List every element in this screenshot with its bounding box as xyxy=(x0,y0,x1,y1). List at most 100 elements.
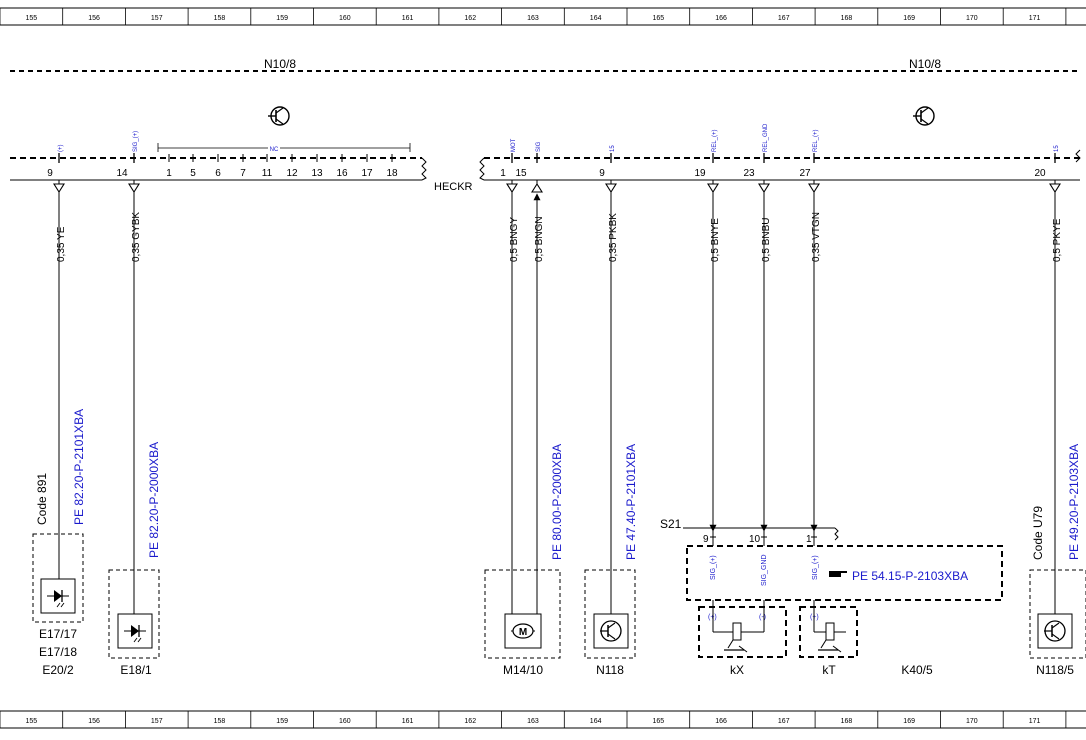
pointing-hand-icon xyxy=(829,571,847,577)
led-icon xyxy=(117,613,153,649)
module-label-left: N10/8 xyxy=(264,57,296,71)
component-label: K40/5 xyxy=(901,663,933,677)
wire-color-label: 0,5 BNBU xyxy=(761,218,772,262)
component-label: E17/18 xyxy=(39,645,77,659)
ruler-label: 159 xyxy=(276,718,288,725)
s21-pin-signal: SIG_(+) xyxy=(812,555,819,580)
ruler-label: 165 xyxy=(653,15,665,22)
s21-pin-number: 9 xyxy=(703,534,709,545)
ruler-label: 157 xyxy=(151,15,163,22)
pin-number: 15 xyxy=(515,168,527,179)
nc-label: NC xyxy=(270,147,279,153)
nc-pin-number: 18 xyxy=(386,168,398,179)
pin-signal-label: SIG_(+) xyxy=(133,131,139,152)
component-label: S21 xyxy=(660,517,682,531)
relay-sign: (-) xyxy=(759,614,766,621)
s21-break xyxy=(834,527,839,541)
ruler-label: 170 xyxy=(966,718,978,725)
relay-icon xyxy=(813,600,846,653)
transistor-icon xyxy=(913,106,935,126)
nc-bracket xyxy=(157,143,411,152)
component-label: E18/1 xyxy=(120,663,152,677)
pin-signal-label: REL_(+) xyxy=(813,129,819,152)
ruler-label: 165 xyxy=(653,718,665,725)
relay-sign: (+) xyxy=(708,614,717,621)
ruler-label: 169 xyxy=(903,718,915,725)
s21-pin-number: 1 xyxy=(806,534,812,545)
ruler-label: 163 xyxy=(527,15,539,22)
led-icon xyxy=(40,578,76,614)
ruler-label: 158 xyxy=(214,15,226,22)
component-label: kX xyxy=(730,663,744,677)
nc-pin-number: 12 xyxy=(286,168,298,179)
relay-boundary-kt xyxy=(799,606,858,658)
pin-number: 19 xyxy=(694,168,706,179)
ruler-label: 171 xyxy=(1029,718,1041,725)
nc-pin-number: 6 xyxy=(215,168,221,179)
ruler-label: 169 xyxy=(903,15,915,22)
ruler-label: 168 xyxy=(841,718,853,725)
code-label: Code U79 xyxy=(1031,506,1045,560)
transistor-icon xyxy=(1037,613,1073,649)
ruler-label: 158 xyxy=(214,718,226,725)
terminal-arrow xyxy=(605,183,617,194)
pin-number: 9 xyxy=(47,168,53,179)
nc-pin-number: 1 xyxy=(166,168,172,179)
pin-number: 14 xyxy=(116,168,128,179)
ruler-label: 167 xyxy=(778,15,790,22)
ruler-label: 166 xyxy=(715,15,727,22)
nc-pin-number: 7 xyxy=(240,168,246,179)
ruler-label: 159 xyxy=(276,15,288,22)
pin-signal-label: REL_(+) xyxy=(712,129,718,152)
nc-pin-number: 16 xyxy=(336,168,348,179)
ref-label: PE 49.20-P-2103XBA xyxy=(1067,444,1081,560)
ref-label: PE 82.20-P-2000XBA xyxy=(147,442,161,558)
wire-color-label: 0,5 BNYE xyxy=(710,218,721,262)
component-label: N118 xyxy=(596,663,624,677)
terminal-arrow xyxy=(808,183,820,194)
module-label-right: N10/8 xyxy=(909,57,941,71)
wires: (+) 9 0,35 YE SIG_(+) 14 0,35 GYBK MOT 1 0,5 BNG… xyxy=(47,123,1063,626)
pin-number: 9 xyxy=(599,168,605,179)
motor-symbol: M xyxy=(519,627,527,638)
wire-color-label: 0,5 PKYE xyxy=(1052,218,1063,262)
ruler-label: 162 xyxy=(464,15,476,22)
ref-label: PE 82.20-P-2101XBA xyxy=(72,409,86,525)
ruler-label: 156 xyxy=(88,15,100,22)
pin-signal-label: (+) xyxy=(58,144,64,152)
pin-number: 23 xyxy=(743,168,755,179)
terminal-arrow xyxy=(531,182,543,193)
nc-pin-number: 11 xyxy=(262,168,273,179)
ref-label: PE 80.00-P-2000XBA xyxy=(550,444,564,560)
terminal-arrow xyxy=(128,183,140,194)
connector-name: HECKR xyxy=(434,181,473,193)
terminal-arrow xyxy=(53,183,65,194)
s21-pin-signal: SIG_(+) xyxy=(710,555,717,580)
pin-signal-label: SIG xyxy=(536,141,542,152)
component-boundary xyxy=(584,569,636,659)
wire-color-label: 0,5 BNGN xyxy=(534,216,545,262)
ruler-label: 156 xyxy=(88,718,100,725)
ruler-label: 166 xyxy=(715,718,727,725)
ref-label: PE 47.40-P-2101XBA xyxy=(624,444,638,560)
s21-pin-number: 10 xyxy=(749,534,761,545)
component-boundary xyxy=(32,533,84,623)
wire-color-label: 0,35 GYBK xyxy=(131,212,142,262)
motor-icon xyxy=(504,613,542,649)
component-boundary xyxy=(1029,569,1086,659)
pin-signal-label: REL_GND xyxy=(763,123,769,152)
ruler-label: 168 xyxy=(841,15,853,22)
nc-pin-number: 13 xyxy=(311,168,323,179)
wire-color-label: 0,5 BNGY xyxy=(509,217,520,262)
relay-boundary-kx xyxy=(698,606,787,658)
component-label: E20/2 xyxy=(42,663,74,677)
terminal-arrow xyxy=(707,183,719,194)
wire-color-label: 0,35 YE xyxy=(56,226,67,262)
terminal-arrow xyxy=(506,183,518,194)
transistor-icon xyxy=(268,106,290,126)
pin-signal-label: MOT xyxy=(511,138,517,152)
component-boundary xyxy=(108,569,160,659)
